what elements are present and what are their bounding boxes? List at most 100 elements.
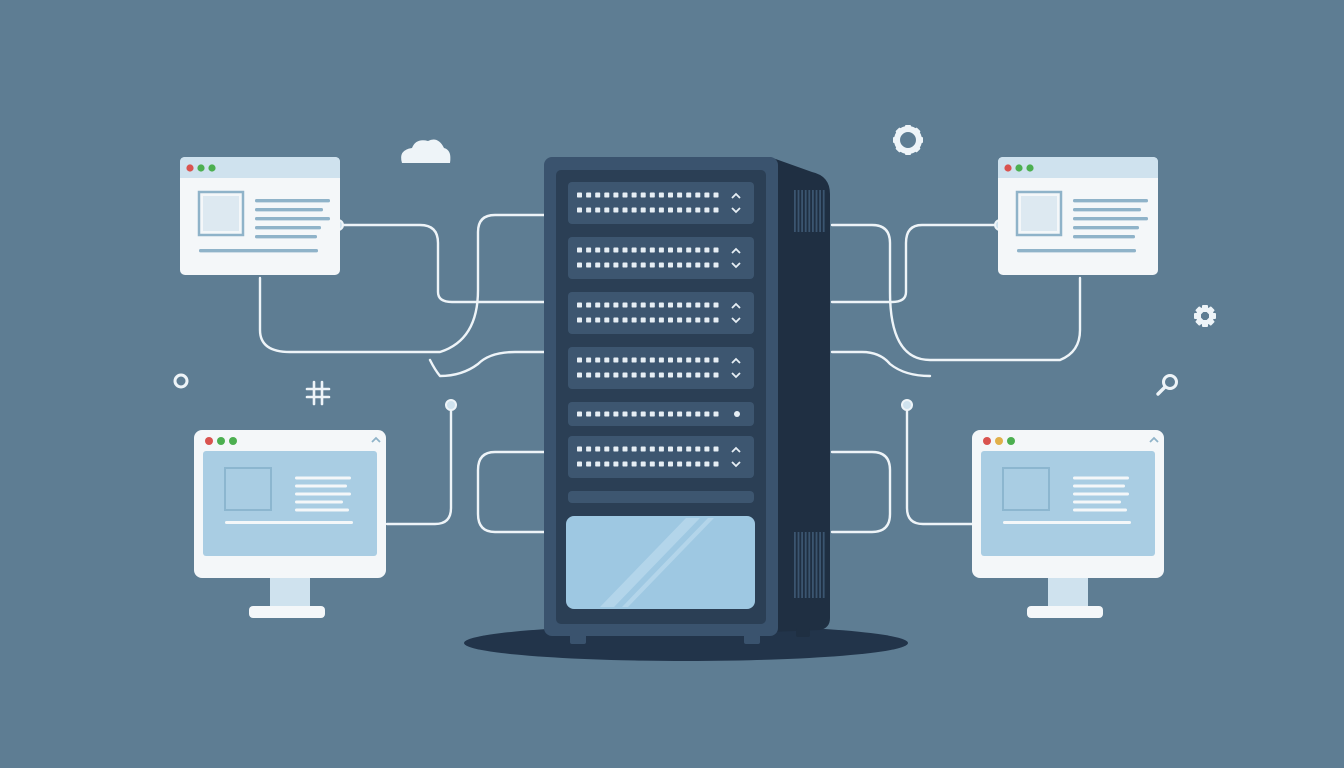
- connector-line: [336, 223, 547, 304]
- server-led: [704, 262, 710, 268]
- vent-slot: [797, 190, 800, 232]
- chevron-down-icon: [731, 372, 741, 379]
- vent-slot: [804, 190, 807, 232]
- server-led: [668, 262, 673, 268]
- chevron-up-icon: [1149, 436, 1159, 443]
- server-led: [704, 247, 710, 253]
- image-placeholder: [1002, 467, 1050, 511]
- chevron-down-icon: [731, 461, 741, 468]
- server-led: [640, 461, 646, 467]
- server-led: [704, 317, 710, 323]
- server-led: [704, 207, 710, 213]
- server-led: [577, 207, 582, 213]
- server-led: [704, 411, 710, 417]
- server-led: [677, 372, 683, 378]
- vent-slot: [812, 190, 814, 232]
- vent-slot: [819, 190, 821, 232]
- text-line: [1073, 476, 1129, 480]
- monitor-neck: [1048, 578, 1088, 608]
- server-led: [713, 192, 719, 198]
- server-led: [604, 192, 610, 198]
- server-led: [604, 461, 610, 467]
- server-led: [658, 207, 664, 213]
- server-led: [640, 317, 646, 323]
- server-led: [658, 262, 664, 268]
- server-led: [613, 247, 619, 253]
- server-led: [613, 302, 619, 308]
- server-led: [631, 262, 637, 268]
- server-unit-bay: [568, 491, 754, 503]
- window-control-dot: [1026, 164, 1034, 172]
- server-led: [586, 302, 592, 308]
- connector-line: [905, 403, 975, 526]
- server-led: [713, 207, 719, 213]
- server-led: [713, 461, 719, 467]
- server-led: [649, 317, 655, 323]
- server-glass-panel: [566, 516, 755, 609]
- server-unit: [568, 402, 754, 426]
- server-led: [577, 461, 582, 467]
- glass-reflection: [622, 518, 714, 607]
- server-led: [649, 302, 655, 308]
- server-led: [695, 357, 701, 363]
- server-led: [622, 446, 628, 452]
- vent-slot: [812, 532, 814, 598]
- server-led: [668, 446, 673, 452]
- server-led: [668, 207, 673, 213]
- text-line: [1073, 217, 1148, 221]
- server-led: [604, 247, 610, 253]
- connector-node-dot: [901, 399, 913, 411]
- vent-slot: [822, 532, 825, 598]
- server-led: [713, 446, 719, 452]
- vent-slot: [815, 190, 818, 232]
- window-control-dot: [197, 164, 205, 172]
- connector-node-dot: [445, 399, 457, 411]
- chevron-up-icon: [731, 192, 741, 199]
- text-line: [1073, 500, 1121, 504]
- server-led: [622, 192, 628, 198]
- server-unit-bay: [568, 237, 754, 279]
- magnifier-icon: [1156, 374, 1178, 396]
- text-line: [1073, 508, 1127, 512]
- window-control-dot: [186, 164, 194, 172]
- browser-window-top-right: [998, 157, 1158, 275]
- server-led: [604, 411, 610, 417]
- monitor-neck: [270, 578, 310, 608]
- connector-lines: [258, 213, 1082, 534]
- server-led: [622, 262, 628, 268]
- server-led: [658, 372, 664, 378]
- server-led: [649, 446, 655, 452]
- server-led: [586, 372, 592, 378]
- text-line: [255, 199, 330, 203]
- text-line: [1073, 235, 1135, 239]
- ring-icon: [173, 373, 189, 389]
- chevron-up-icon: [731, 302, 741, 309]
- server-led: [649, 262, 655, 268]
- server-led: [595, 372, 601, 378]
- server-led: [713, 357, 719, 363]
- window-control-dot: [1007, 437, 1015, 445]
- text-line: [225, 521, 353, 524]
- server-led: [577, 262, 582, 268]
- server-led: [704, 302, 710, 308]
- server-led: [586, 207, 592, 213]
- connector-line: [830, 450, 892, 534]
- server-led: [640, 446, 646, 452]
- chevron-up-icon: [371, 436, 381, 443]
- glass-reflection: [600, 518, 700, 607]
- server-led: [695, 411, 701, 417]
- server-led: [586, 262, 592, 268]
- vent-slot: [797, 532, 800, 598]
- connector-line: [428, 350, 547, 378]
- server-led: [668, 192, 673, 198]
- server-led: [631, 302, 637, 308]
- text-line: [295, 500, 343, 504]
- text-line: [255, 235, 317, 239]
- server-led: [631, 461, 637, 467]
- server-led: [640, 411, 646, 417]
- server-led: [604, 446, 610, 452]
- server-led: [631, 411, 637, 417]
- server-led: [713, 262, 719, 268]
- server-unit-bay: [568, 292, 754, 334]
- server-led: [577, 317, 582, 323]
